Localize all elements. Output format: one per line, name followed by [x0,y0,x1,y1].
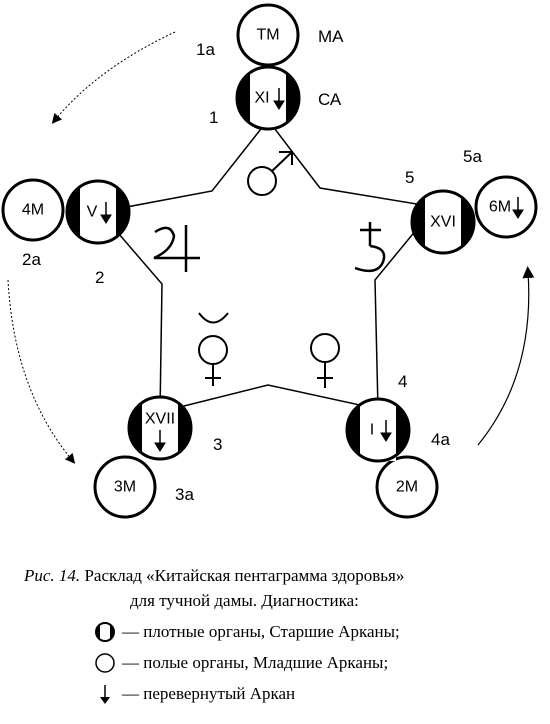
legend-item: — полые органы, Младшие Арканы; [92,652,388,674]
label-3: 3 [213,435,222,454]
label-2: 2 [95,268,104,287]
mars-icon [247,151,293,196]
node-1a: ТМ [236,3,300,67]
legend-item: — плотные органы, Старшие Арканы; [92,621,400,643]
node-5-label: XVI [430,214,456,231]
node-4-label: I [370,422,374,439]
label-ma: МА [318,27,344,46]
arrow-right [477,266,535,446]
figure-caption-line2: для тучной дамы. Диагностика: [130,591,359,610]
label-5a: 5а [463,147,482,166]
reversed-arrow-icon [512,197,524,219]
legend-text: — перевернутый Аркан [122,684,296,703]
node-1a-label: ТМ [256,27,279,44]
node-4: I [345,397,411,463]
label-3a: 3а [175,485,194,504]
figure-caption-line1: Рис. 14. Расклад «Китайская пентаграмма … [24,566,544,586]
figure-title: Расклад «Китайская пентаграмма здоровья» [84,566,405,585]
node-5a: 6М [474,175,538,239]
label-2a: 2а [22,250,41,269]
major-arcana-icon [95,622,115,642]
arrow-top-left [51,31,176,124]
label-4: 4 [398,372,407,391]
legend-item: — перевернутый Аркан [92,683,295,705]
label-1a: 1а [196,40,215,59]
jupiter-icon [153,225,200,272]
label-1: 1 [209,108,218,127]
minor-arcana-icon [95,653,115,673]
label-5: 5 [405,168,414,187]
node-4a: 2М [375,455,439,519]
node-2a-label: 4М [22,202,44,219]
node-3a: 3М [93,455,157,519]
reversed-arrow-icon [100,202,112,224]
node-3-label: XVII [145,411,175,428]
arrow-left [7,279,76,464]
node-3: XVII [127,395,193,461]
node-5: XVI [410,189,476,255]
node-4a-label: 2М [396,479,418,496]
reversed-arrow-icon [100,685,110,704]
figure-number: Рис. 14. [24,566,81,585]
node-2a: 4М [1,178,65,242]
reversed-arrow-icon [154,430,166,452]
reversed-arrow-icon [273,88,285,110]
star-outline [98,118,437,413]
legend-text: — плотные органы, Старшие Арканы; [122,622,400,641]
reversed-arrow-icon [380,420,392,442]
saturn-icon [354,222,386,273]
label-ca: СА [318,90,342,109]
node-1: XI [235,65,301,131]
legend-text: — полые органы, Младшие Арканы; [122,653,389,672]
node-2-label: V [87,204,98,221]
mercury-icon [198,312,229,386]
label-4a: 4а [431,430,450,449]
venus-icon [310,333,340,388]
node-5a-label: 6М [489,199,511,216]
node-2: V [65,179,131,245]
node-1-label: XI [254,90,269,107]
node-3a-label: 3М [114,479,136,496]
